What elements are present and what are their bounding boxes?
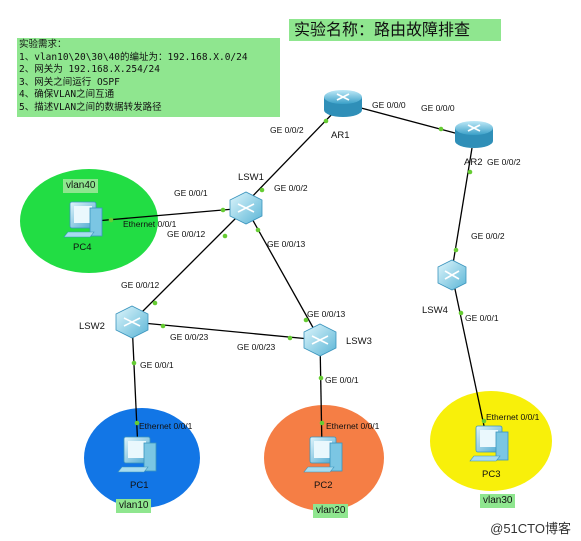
port-label-lsw2-lsw1: GE 0/0/12	[121, 280, 160, 290]
port-label-pc2-eth: Ethernet 0/0/1	[326, 421, 380, 431]
port-dot	[467, 169, 473, 175]
link-lsw4-pc3	[451, 274, 488, 441]
port-label-ar2-ar1: GE 0/0/0	[421, 103, 455, 113]
device-label-lsw2: LSW2	[79, 321, 105, 332]
port-dot	[303, 317, 309, 323]
port-label-ar1-ar2: GE 0/0/0	[372, 100, 406, 110]
port-dot	[323, 118, 329, 124]
port-label-lsw1-lsw3: GE 0/0/13	[267, 239, 306, 249]
link-lsw3-pc2	[319, 339, 323, 451]
requirements-box: 实验需求： 1、vlan10\20\30\40的编址为：192.168.X.0/…	[17, 38, 280, 117]
port-dot	[287, 335, 293, 341]
device-label-ar2: AR2	[464, 157, 483, 168]
requirement-line: 1、vlan10\20\30\40的编址为：192.168.X.0/24	[19, 51, 248, 63]
device-label-lsw4: LSW4	[422, 305, 448, 316]
switch-lsw1-icon	[229, 191, 263, 225]
device-label-lsw1: LSW1	[238, 172, 264, 183]
link-lsw1-lsw2	[131, 207, 247, 323]
watermark: @51CTO博客	[490, 521, 571, 536]
switch-lsw4-icon	[437, 259, 467, 291]
pc2-icon	[303, 436, 343, 473]
device-label-lsw3: LSW3	[346, 336, 372, 347]
vlan-label-vlan20: vlan20	[313, 504, 349, 518]
router-ar2-icon	[455, 121, 493, 148]
link-ar1-lsw1	[245, 109, 337, 204]
link-lsw2-pc1	[131, 321, 139, 451]
port-label-pc4-eth: Ethernet 0/0/1	[123, 219, 177, 229]
vlan-label-vlan40: vlan40	[63, 179, 99, 193]
requirement-line: 实验需求：	[19, 39, 67, 50]
port-label-lsw4-pc3: GE 0/0/1	[465, 313, 499, 323]
port-label-ar1-lsw1: GE 0/0/2	[270, 125, 304, 135]
port-dot	[255, 227, 261, 233]
port-label-lsw2-lsw3: GE 0/0/23	[170, 332, 209, 342]
switch-lsw3-icon	[303, 323, 337, 357]
port-label-pc1-eth: Ethernet 0/0/1	[139, 421, 193, 431]
port-dot	[134, 420, 140, 426]
experiment-title: 实验名称：路由故障排查	[289, 19, 501, 41]
requirement-line: 2、网关为 192.168.X.254/24	[19, 64, 160, 76]
vlan-label-vlan10: vlan10	[116, 499, 152, 513]
device-label-pc4: PC4	[73, 242, 92, 253]
port-dot	[259, 187, 265, 193]
link-ar1-ar2	[345, 103, 471, 138]
link-lsw1-lsw3	[245, 207, 321, 341]
port-label-lsw1-ar1: GE 0/0/2	[274, 183, 308, 193]
port-label-lsw2-pc1: GE 0/0/1	[140, 360, 174, 370]
port-dot	[458, 310, 464, 316]
port-label-lsw1-lsw2: GE 0/0/12	[167, 229, 206, 239]
requirement-line: 3、网关之间运行 OSPF	[19, 76, 120, 88]
port-label-lsw1-pc4: GE 0/0/1	[174, 188, 208, 198]
router-ar1-icon	[324, 90, 362, 117]
port-dot	[131, 360, 137, 366]
pc1-icon	[117, 436, 157, 473]
device-label-ar1: AR1	[331, 130, 350, 141]
port-dot	[152, 300, 158, 306]
port-dot	[453, 247, 459, 253]
switch-lsw2-icon	[115, 305, 149, 339]
port-dot	[318, 375, 324, 381]
port-label-lsw3-pc2: GE 0/0/1	[325, 375, 359, 385]
port-label-lsw4-ar2: GE 0/0/2	[471, 231, 505, 241]
device-label-pc2: PC2	[314, 480, 333, 491]
port-dot	[222, 233, 228, 239]
requirement-line: 4、确保VLAN之间互通	[19, 89, 115, 101]
port-label-pc3-eth: Ethernet 0/0/1	[486, 412, 540, 422]
pc4-icon	[63, 201, 103, 238]
port-dot	[481, 418, 487, 424]
port-dot	[160, 323, 166, 329]
port-dot	[319, 420, 325, 426]
requirement-line: 5、描述VLAN之间的数据转发路径	[19, 101, 162, 113]
port-dot	[108, 217, 114, 223]
vlan-label-vlan30: vlan30	[480, 494, 516, 508]
device-label-pc3: PC3	[482, 469, 501, 480]
device-label-pc1: PC1	[130, 480, 149, 491]
port-label-lsw3-lsw2: GE 0/0/23	[237, 342, 276, 352]
pc3-icon	[469, 425, 509, 462]
port-dot	[220, 207, 226, 213]
port-label-ar2-lsw4: GE 0/0/2	[487, 157, 521, 167]
port-label-lsw3-lsw1: GE 0/0/13	[307, 309, 346, 319]
port-dot	[438, 126, 444, 132]
